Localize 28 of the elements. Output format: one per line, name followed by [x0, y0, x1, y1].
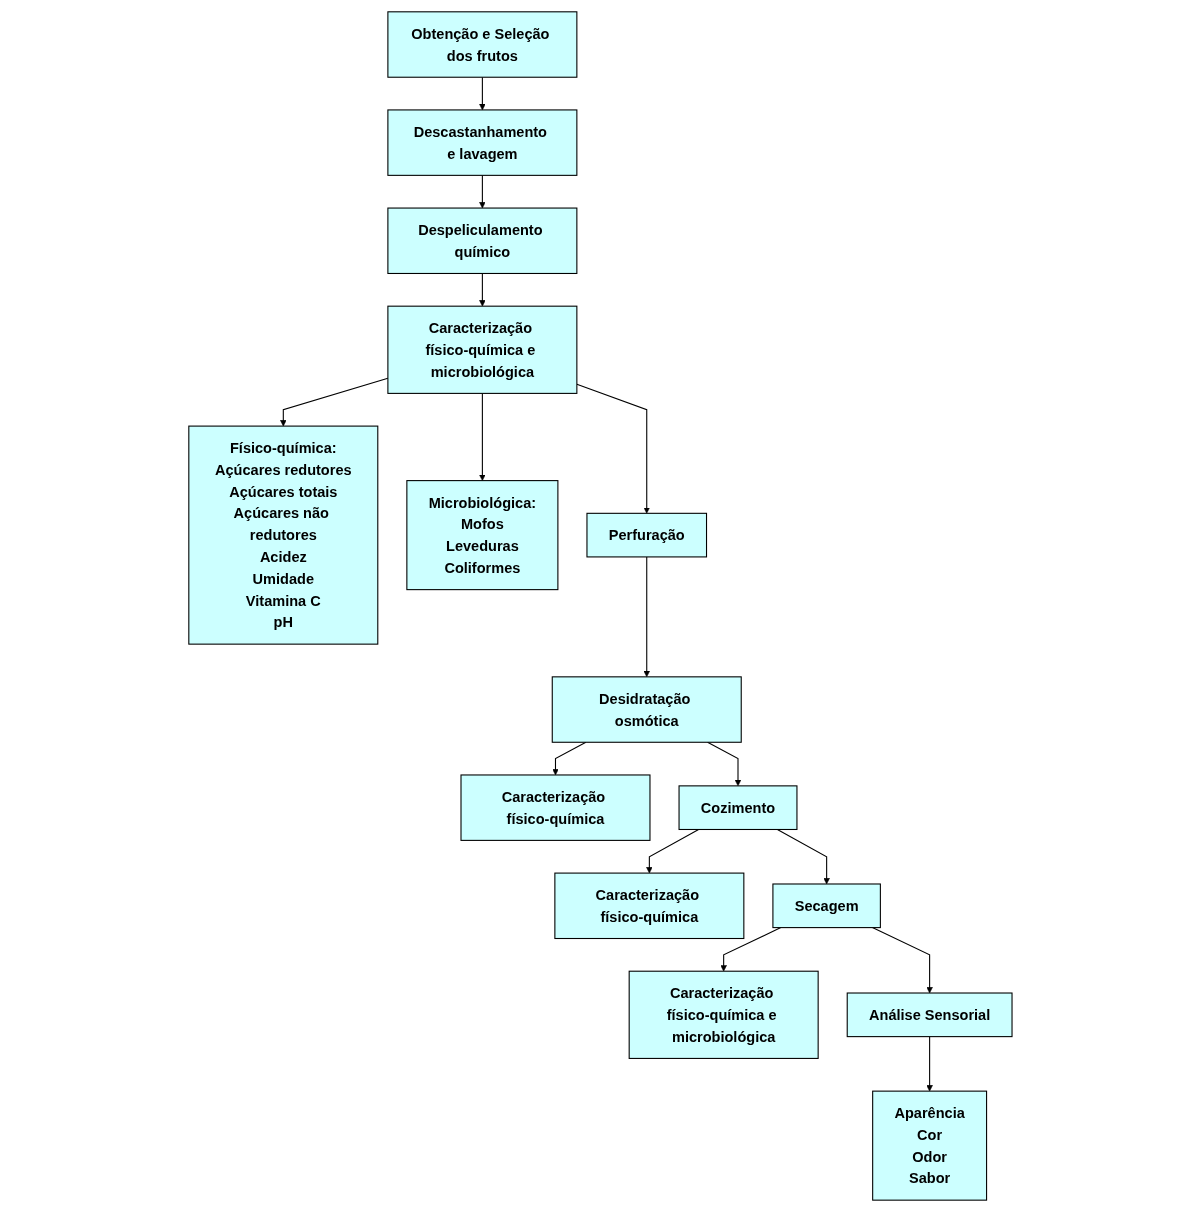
node-box: Caracterização físico-química e microbiológica [628, 970, 819, 1059]
node-box: Microbiológica: Mofos Leveduras Coliformes [405, 480, 558, 591]
node-box: Caracterização físico-química [553, 872, 744, 940]
node-box: Despeliculamento químico [386, 207, 577, 275]
arrow [478, 76, 486, 111]
arrow [776, 828, 830, 885]
node-box: Caracterização físico-química [460, 774, 651, 841]
arrow [643, 556, 650, 678]
node-box: Aparência Cor Odor Sabor [871, 1090, 987, 1201]
arrow [720, 927, 781, 972]
arrow [706, 741, 741, 787]
node-box: Análise Sensorial [846, 992, 1013, 1038]
node-box: Físico-química: Açúcares redutores Açúcares totais Açúcares não redutores Acidez Umidade Vitamina C pH [187, 425, 378, 645]
node-box: Obtenção e Seleção dos frutos [386, 11, 577, 78]
arrow [551, 741, 587, 776]
node-box: Descastanhamento e lavagem [386, 109, 577, 176]
arrow [871, 927, 933, 994]
arrow [926, 1036, 933, 1092]
node-box: Secagem [771, 883, 881, 929]
arrow [279, 377, 388, 427]
arrow [478, 174, 486, 209]
node-box: Desidratação osmótica [551, 676, 742, 743]
arrow [478, 392, 486, 481]
node-box: Perfuração [586, 512, 707, 558]
node-box: Cozimento [678, 785, 798, 831]
arrow [645, 828, 699, 874]
arrow [478, 272, 486, 307]
node-box: Caracterização físico-química e microbiológica [386, 305, 577, 394]
